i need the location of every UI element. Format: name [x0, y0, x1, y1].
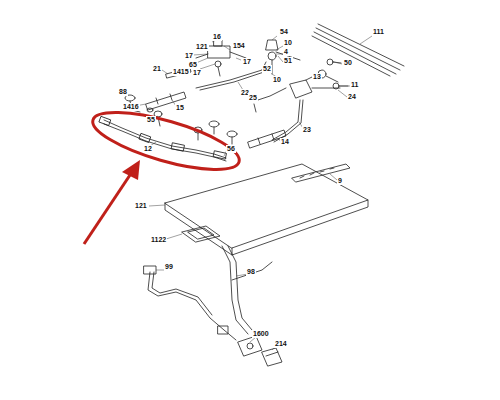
callout-number: 24 [347, 93, 357, 101]
callout-number: 54 [279, 28, 289, 36]
callout-number: 1600 [252, 330, 270, 338]
callout-number: 17 [242, 58, 252, 66]
callout-number: 99 [164, 263, 174, 271]
callout-number: 25 [248, 94, 258, 102]
callout-number: 121 [195, 43, 209, 51]
callout-number: 51 [283, 57, 293, 65]
callout-number: 9 [337, 177, 343, 185]
callout-number: 154 [232, 42, 246, 50]
callout-number: 15 [175, 104, 185, 112]
callout-number: 17 [192, 69, 202, 77]
callout-number: 21 [152, 65, 162, 73]
callout-number: 17 [184, 52, 194, 60]
callout-number: 50 [343, 59, 353, 67]
callout-number: 88 [118, 88, 128, 96]
callout-number: 214 [274, 340, 288, 348]
callout-number: 111 [372, 28, 385, 36]
callout-number: 12 [143, 145, 153, 153]
callout-number: 1416 [122, 103, 140, 111]
callout-number: 14 [280, 138, 290, 146]
callout-number: 4 [283, 48, 289, 56]
callout-number: 10 [283, 39, 293, 47]
callout-number: 56 [226, 145, 236, 153]
callout-number: 52 [262, 65, 272, 73]
callout-number: 98 [246, 268, 256, 276]
callout-number: 1122 [150, 236, 167, 244]
callout-number: 11 [350, 81, 359, 89]
callout-number: 13 [312, 73, 322, 81]
callout-number: 16 [212, 33, 222, 41]
callout-number: 1415 [172, 68, 190, 76]
callout-number: 10 [272, 76, 282, 84]
callout-number: 23 [302, 126, 312, 134]
callout-number: 55 [146, 116, 156, 124]
callout-number: 121 [134, 202, 148, 210]
